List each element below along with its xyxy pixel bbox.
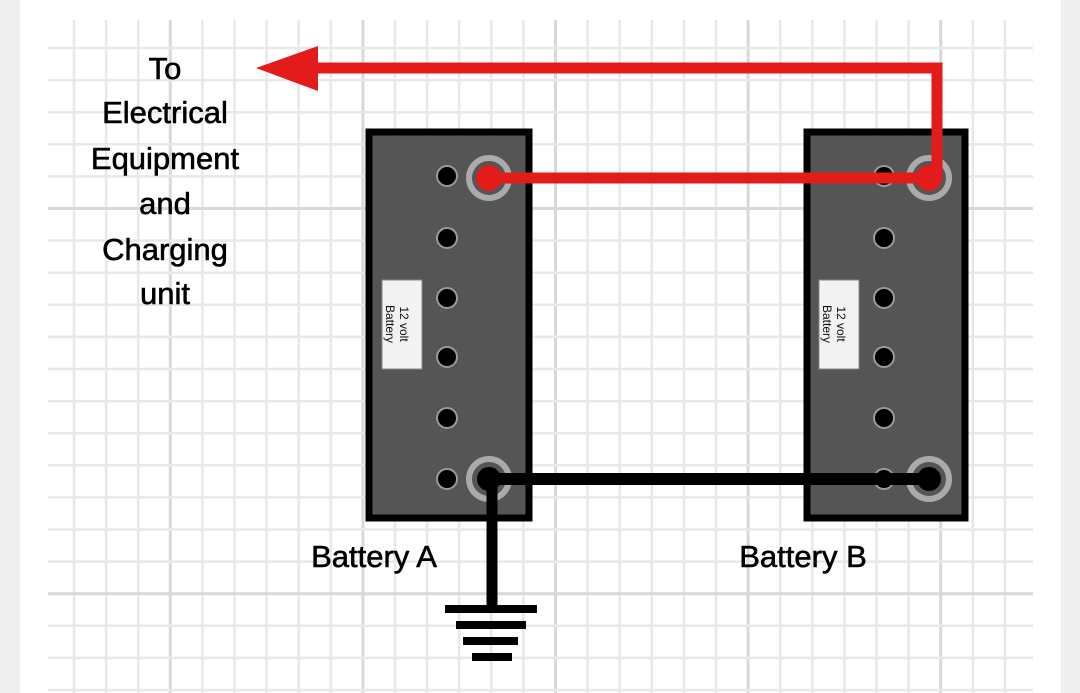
destination-label-line: To: [149, 51, 182, 86]
battery-b: 12 volt Battery: [803, 128, 969, 522]
cell-hole: [873, 407, 895, 429]
cell-hole: [436, 468, 458, 490]
cell-hole: [436, 287, 458, 309]
battery-b-tag-line2: Battery: [820, 305, 834, 343]
destination-label: To Electrical Equipment and Charging uni…: [91, 51, 240, 312]
battery-b-tag: 12 volt Battery: [818, 279, 860, 370]
battery-b-tag-line1: 12 volt: [834, 306, 848, 342]
positive-wire-output: [318, 62, 943, 178]
destination-label-line: Equipment: [91, 141, 240, 176]
battery-b-positive-junction: [916, 165, 942, 191]
battery-a-name: Battery A: [311, 539, 437, 574]
diagram-page: 12 volt Battery 12 volt Battery: [20, 0, 1061, 693]
battery-a-negative-junction: [477, 467, 501, 491]
cell-hole: [873, 227, 895, 249]
cell-hole: [873, 287, 895, 309]
cell-hole: [436, 407, 458, 429]
destination-label-line: Electrical: [102, 95, 228, 130]
ground-icon: [445, 605, 537, 661]
negative-wiring: [477, 467, 941, 608]
cell-hole: [873, 346, 895, 368]
battery-a: 12 volt Battery: [365, 128, 533, 522]
battery-a-positive-junction: [476, 165, 502, 191]
arrow-left-icon: [256, 46, 318, 91]
battery-a-tag: 12 volt Battery: [381, 279, 423, 370]
destination-label-line: Charging: [102, 232, 228, 267]
battery-b-name: Battery B: [739, 539, 867, 574]
positive-wiring: [256, 46, 943, 191]
cell-hole: [436, 346, 458, 368]
destination-label-line: and: [139, 186, 191, 221]
battery-a-tag-line1: 12 volt: [397, 306, 411, 342]
battery-a-tag-line2: Battery: [383, 305, 397, 343]
wiring-diagram: 12 volt Battery 12 volt Battery: [48, 20, 1033, 693]
cell-hole: [436, 165, 458, 187]
battery-a-cell-holes: [436, 165, 458, 490]
cell-hole: [436, 227, 458, 249]
destination-label-line: unit: [140, 276, 190, 311]
battery-b-negative-junction: [917, 467, 941, 491]
